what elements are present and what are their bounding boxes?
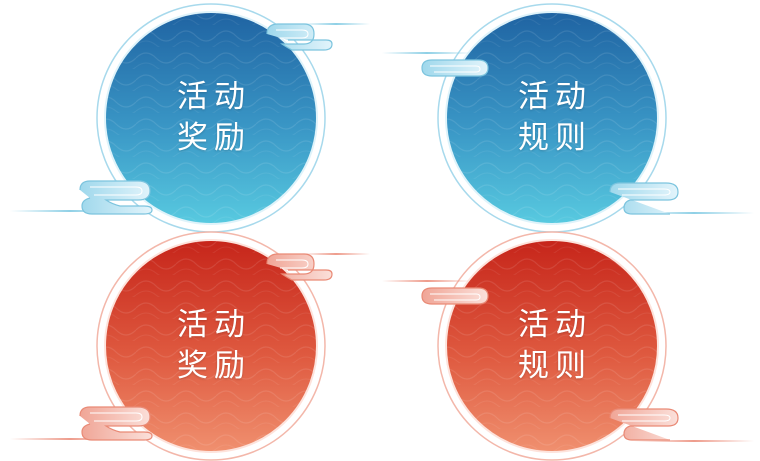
auspicious-cloud-icon	[382, 52, 489, 77]
auspicious-cloud-icon	[10, 406, 153, 441]
badge-activity-rules-red[interactable]: 活动 规则	[437, 231, 667, 461]
badge-label-line2: 奖励	[177, 120, 251, 156]
auspicious-cloud-icon	[609, 182, 754, 215]
badge-disc	[96, 3, 326, 233]
auspicious-cloud-icon	[266, 23, 370, 51]
badge-activity-reward-blue[interactable]: 活动 奖励	[96, 3, 326, 233]
auspicious-cloud-icon	[266, 253, 370, 281]
badge-disc	[437, 231, 667, 461]
badge-label-line2: 规则	[518, 348, 592, 384]
badge-label-line1: 活动	[518, 307, 592, 343]
badge-disc	[437, 3, 667, 233]
badge-label: 活动 规则	[437, 3, 667, 233]
badge-disc	[96, 231, 326, 461]
badge-label-line2: 规则	[518, 120, 592, 156]
badge-activity-reward-red[interactable]: 活动 奖励	[96, 231, 326, 461]
badge-label-line1: 活动	[177, 79, 251, 115]
badge-label: 活动 奖励	[96, 3, 326, 233]
badge-label-line2: 奖励	[177, 348, 251, 384]
badge-label-line1: 活动	[518, 79, 592, 115]
auspicious-cloud-icon	[382, 280, 489, 305]
badge-label: 活动 奖励	[96, 231, 326, 461]
badge-activity-rules-blue[interactable]: 活动 规则	[437, 3, 667, 233]
auspicious-cloud-icon	[609, 408, 754, 442]
badge-label-line1: 活动	[177, 307, 251, 343]
badge-label: 活动 规则	[437, 231, 667, 461]
auspicious-cloud-icon	[10, 180, 153, 215]
